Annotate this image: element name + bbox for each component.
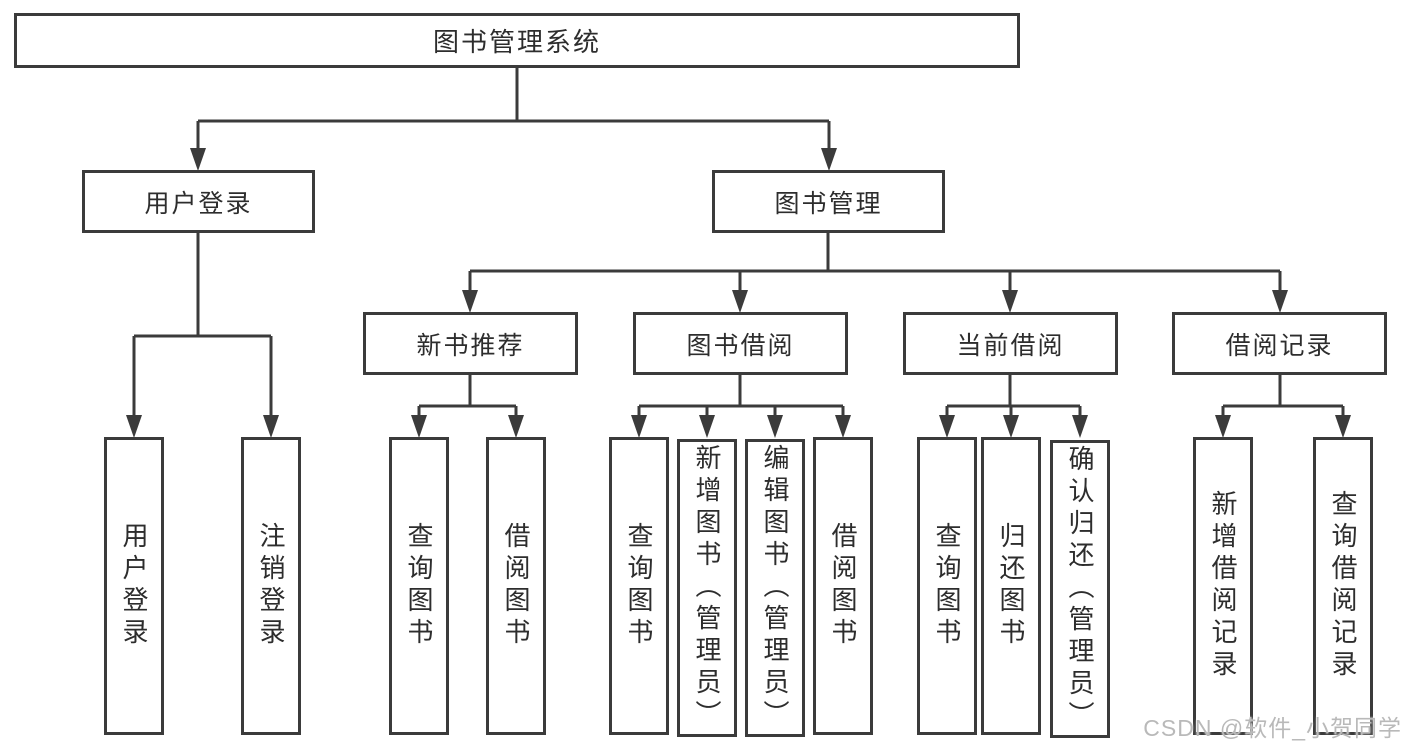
node-label: 借阅记录 xyxy=(1225,331,1334,360)
arrowhead-icon xyxy=(1003,415,1019,438)
node-label: 查询图书 xyxy=(932,522,962,650)
node-label: 确认归还（管理员） xyxy=(1065,445,1095,733)
leaf-query-book-2: 查询图书 xyxy=(609,437,669,735)
arrowhead-icon xyxy=(190,148,206,171)
watermark-text: CSDN @软件_小贺同学 xyxy=(1143,715,1402,741)
node-label: 新书推荐 xyxy=(416,331,525,360)
arrowhead-icon xyxy=(835,415,851,438)
leaf-query-borrow-record: 查询借阅记录 xyxy=(1313,437,1373,735)
arrowhead-icon xyxy=(631,415,647,438)
node-new-book-recommend: 新书推荐 xyxy=(363,312,578,375)
arrowhead-icon xyxy=(263,415,279,438)
leaf-return-book: 归还图书 xyxy=(981,437,1041,735)
node-label: 图书管理系统 xyxy=(432,27,601,57)
node-book-borrow: 图书借阅 xyxy=(633,312,848,375)
node-label: 图书管理 xyxy=(774,189,883,218)
leaf-confirm-return-admin: 确认归还（管理员） xyxy=(1050,440,1110,738)
node-label: 编辑图书（管理员） xyxy=(760,444,790,732)
node-label: 查询图书 xyxy=(624,522,654,650)
arrowhead-icon xyxy=(1072,415,1088,438)
leaf-edit-book-admin: 编辑图书（管理员） xyxy=(745,439,805,737)
arrowhead-icon xyxy=(1002,290,1018,313)
arrowhead-icon xyxy=(508,415,524,438)
node-label: 用户登录 xyxy=(144,189,253,218)
arrowhead-icon xyxy=(1335,415,1351,438)
arrowhead-icon xyxy=(732,290,748,313)
leaf-query-book-1: 查询图书 xyxy=(389,437,449,735)
node-label: 新增图书（管理员） xyxy=(692,444,722,732)
arrowhead-icon xyxy=(939,415,955,438)
leaf-add-borrow-record: 新增借阅记录 xyxy=(1193,437,1253,735)
arrowhead-icon xyxy=(699,415,715,438)
node-book-management: 图书管理 xyxy=(712,170,945,233)
node-label: 归还图书 xyxy=(996,522,1026,650)
leaf-user-login: 用户登录 xyxy=(104,437,164,735)
node-label: 查询图书 xyxy=(404,522,434,650)
node-label: 用户登录 xyxy=(119,522,149,650)
arrowhead-icon xyxy=(1215,415,1231,438)
arrowhead-icon xyxy=(411,415,427,438)
leaf-query-book-3: 查询图书 xyxy=(917,437,977,735)
node-current-borrow: 当前借阅 xyxy=(903,312,1118,375)
node-root: 图书管理系统 xyxy=(14,13,1020,68)
arrowhead-icon xyxy=(126,415,142,438)
tree-edges xyxy=(132,68,1345,433)
leaf-borrow-book-2: 借阅图书 xyxy=(813,437,873,735)
node-user-login-module: 用户登录 xyxy=(82,170,315,233)
leaf-logout: 注销登录 xyxy=(241,437,301,735)
node-label: 注销登录 xyxy=(256,522,286,650)
node-label: 当前借阅 xyxy=(956,331,1065,360)
arrowhead-icon xyxy=(462,290,478,313)
node-label: 借阅图书 xyxy=(501,522,531,650)
node-borrow-record: 借阅记录 xyxy=(1172,312,1387,375)
node-label: 借阅图书 xyxy=(828,522,858,650)
leaf-add-book-admin: 新增图书（管理员） xyxy=(677,439,737,737)
arrowheads xyxy=(126,148,1351,438)
arrowhead-icon xyxy=(1272,290,1288,313)
node-label: 查询借阅记录 xyxy=(1328,490,1358,682)
arrowhead-icon xyxy=(821,148,837,171)
leaf-borrow-book-1: 借阅图书 xyxy=(486,437,546,735)
node-label: 新增借阅记录 xyxy=(1208,490,1238,682)
node-label: 图书借阅 xyxy=(686,331,795,360)
arrowhead-icon xyxy=(767,415,783,438)
